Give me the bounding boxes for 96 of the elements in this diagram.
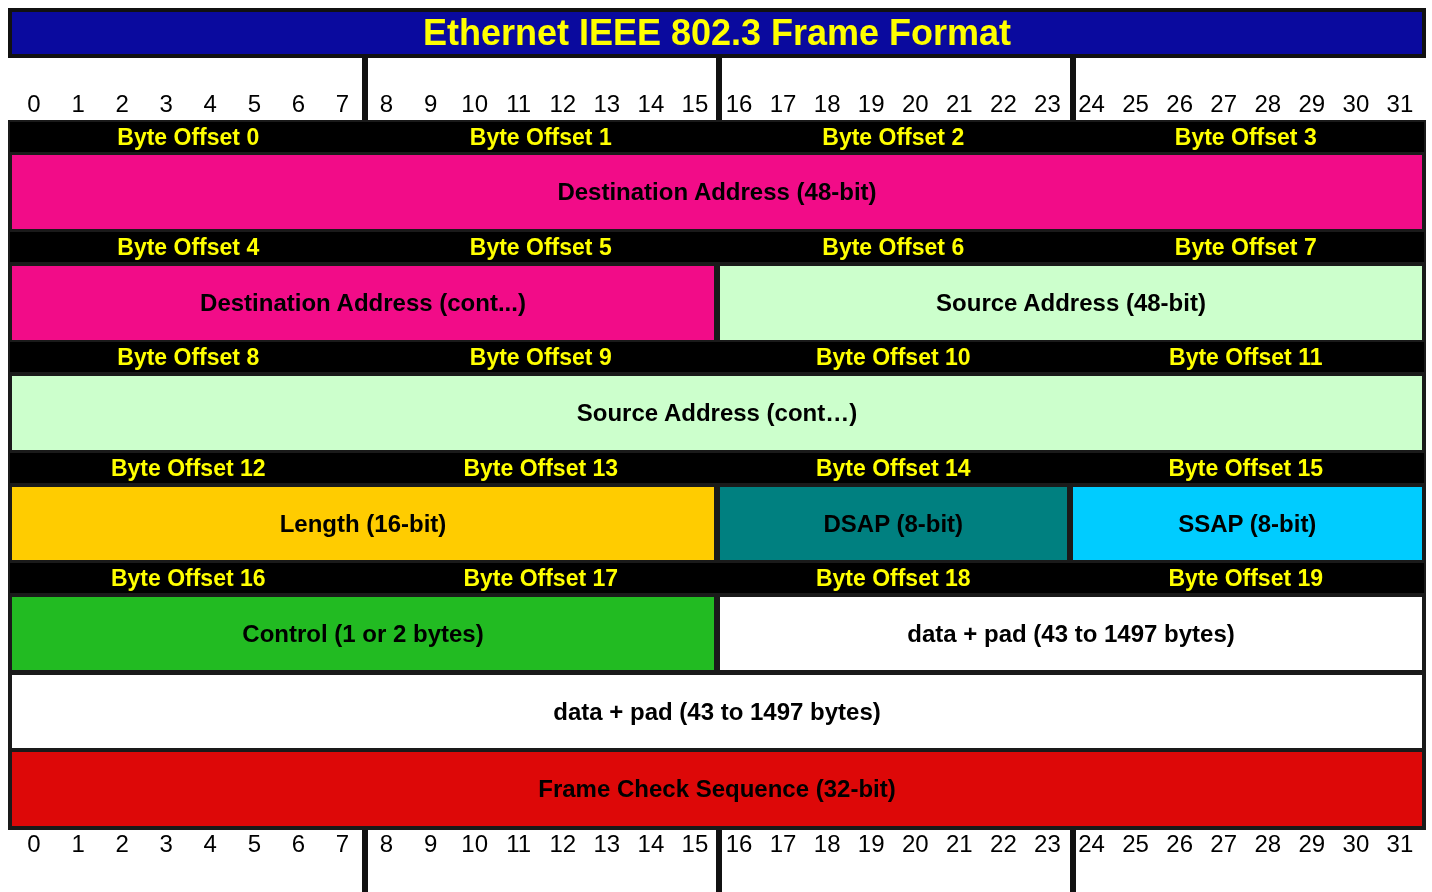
bit-number: 12 [548, 830, 578, 858]
byte-offset: Byte Offset 17 [462, 564, 620, 593]
bit-number: 8 [378, 90, 395, 118]
field-box: Frame Check Sequence (32-bit) [12, 752, 1422, 826]
field-box: Control (1 or 2 bytes) [12, 597, 714, 670]
bit-number: 16 [724, 830, 754, 858]
bit-number: 28 [1253, 90, 1283, 118]
bit-number: 24 [1077, 830, 1106, 858]
bit-number: 0 [26, 830, 42, 858]
bit-number: 12 [548, 90, 578, 118]
bit-number: 5 [246, 90, 262, 118]
byte-offset: Byte Offset 6 [821, 233, 966, 262]
bit-number: 20 [900, 90, 930, 118]
byte-offset: Byte Offset 14 [814, 454, 972, 483]
field-box: Source Address (48-bit) [720, 266, 1422, 340]
bit-number: 27 [1209, 830, 1239, 858]
byte-offset: Byte Offset 11 [1168, 343, 1324, 372]
bit-number: 1 [70, 90, 86, 118]
byte-offset: Byte Offset 8 [116, 343, 261, 372]
bit-number: 23 [1033, 90, 1062, 118]
bit-number: 11 [505, 90, 533, 118]
bit-number: 3 [158, 830, 174, 858]
bit-number: 5 [246, 830, 262, 858]
byte-offset: Byte Offset 5 [468, 233, 613, 262]
bit-number: 30 [1341, 830, 1371, 858]
bit-number: 4 [202, 90, 218, 118]
bit-number: 29 [1297, 90, 1327, 118]
bit-number: 14 [636, 830, 666, 858]
byte-offset: Byte Offset 0 [116, 123, 261, 152]
bit-number: 28 [1253, 830, 1283, 858]
bit-number: 10 [460, 830, 489, 858]
field-box: Source Address (cont…) [12, 376, 1422, 450]
bit-number: 16 [724, 90, 754, 118]
bit-number: 6 [290, 90, 307, 118]
field-box: DSAP (8-bit) [720, 487, 1067, 560]
bit-number: 24 [1077, 90, 1106, 118]
bit-number: 31 [1385, 90, 1415, 118]
bit-number: 27 [1209, 90, 1239, 118]
bit-number: 6 [290, 830, 307, 858]
bit-number: 4 [202, 830, 218, 858]
bit-number: 11 [505, 830, 533, 858]
bit-number: 13 [592, 830, 622, 858]
bit-number: 9 [422, 90, 439, 118]
bit-number: 15 [680, 830, 710, 858]
byte-offset: Byte Offset 16 [109, 564, 267, 593]
bit-number: 29 [1297, 830, 1327, 858]
bit-number: 25 [1121, 90, 1150, 118]
bit-number: 17 [768, 90, 798, 118]
bit-number: 18 [812, 830, 842, 858]
bit-number: 31 [1385, 830, 1415, 858]
byte-offset: Byte Offset 2 [821, 123, 966, 152]
byte-offset: Byte Offset 7 [1173, 233, 1318, 262]
bit-number: 15 [680, 90, 710, 118]
bit-number: 30 [1341, 90, 1371, 118]
field-box: Destination Address (cont...) [12, 266, 714, 340]
field-box: Destination Address (48-bit) [12, 155, 1422, 229]
bit-number: 17 [768, 830, 798, 858]
bit-number: 2 [114, 90, 130, 118]
bit-number: 22 [989, 830, 1018, 858]
bit-number: 8 [378, 830, 395, 858]
title-bar: Ethernet IEEE 802.3 Frame Format [8, 8, 1426, 58]
byte-offset: Byte Offset 3 [1173, 123, 1318, 152]
bit-number: 25 [1121, 830, 1150, 858]
byte-offset: Byte Offset 19 [1167, 564, 1325, 593]
bit-number: 3 [158, 90, 174, 118]
bit-number: 9 [422, 830, 439, 858]
bit-number: 7 [334, 90, 351, 118]
byte-offset: Byte Offset 10 [814, 343, 972, 372]
bit-number: 7 [334, 830, 351, 858]
byte-offset: Byte Offset 18 [814, 564, 972, 593]
bit-number: 26 [1165, 90, 1194, 118]
field-box: data + pad (43 to 1497 bytes) [12, 675, 1422, 748]
bit-number: 23 [1033, 830, 1062, 858]
bit-number: 22 [989, 90, 1018, 118]
byte-offset: Byte Offset 1 [468, 123, 613, 152]
byte-offset: Byte Offset 15 [1167, 454, 1325, 483]
byte-offset: Byte Offset 13 [462, 454, 620, 483]
bit-number: 2 [114, 830, 130, 858]
field-box: Length (16-bit) [12, 487, 714, 560]
byte-offset: Byte Offset 12 [109, 454, 267, 483]
bit-number: 19 [856, 90, 886, 118]
bit-number: 0 [26, 90, 42, 118]
bit-number: 18 [812, 90, 842, 118]
field-box: data + pad (43 to 1497 bytes) [720, 597, 1422, 670]
bit-number: 20 [900, 830, 930, 858]
bit-number: 13 [592, 90, 622, 118]
bit-number: 21 [945, 90, 974, 118]
bit-number: 19 [856, 830, 886, 858]
bit-number: 10 [460, 90, 489, 118]
bit-number: 21 [945, 830, 974, 858]
byte-offset: Byte Offset 4 [116, 233, 261, 262]
bit-number: 14 [636, 90, 666, 118]
byte-offset: Byte Offset 9 [468, 343, 613, 372]
field-box: SSAP (8-bit) [1072, 487, 1422, 560]
bit-number: 26 [1165, 830, 1194, 858]
bit-number: 1 [70, 830, 86, 858]
